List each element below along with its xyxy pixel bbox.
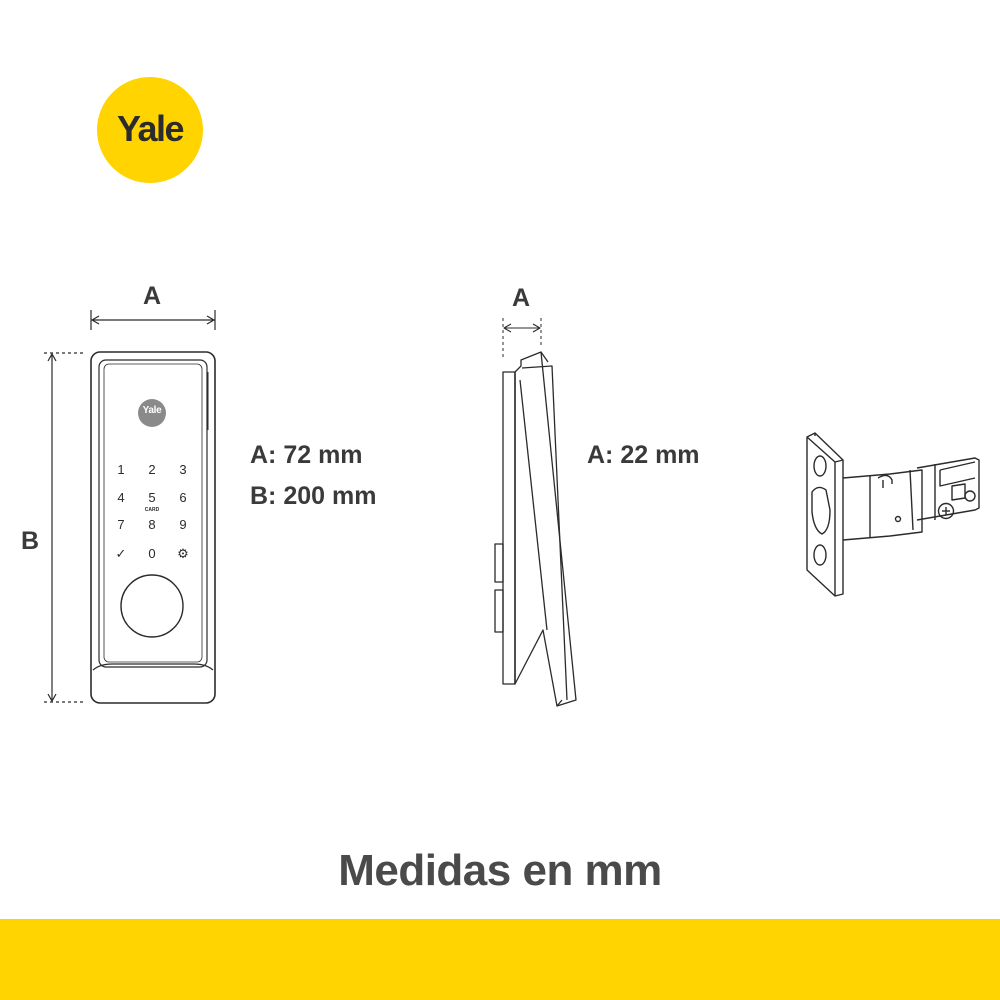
keypad-key-4: 4 [117,490,125,505]
front-view-drawing [44,310,216,704]
keypad-key-2: 2 [148,462,156,477]
side-view-drawing [494,318,577,707]
keypad-key-0: 0 [148,546,156,561]
front-height-letter: B [21,527,40,555]
footer-yellow-bar [0,919,1000,1000]
keypad-check-icon: ✓ [115,546,127,561]
keypad-key-5: 5 [148,490,156,505]
front-width-letter: A [143,282,162,310]
deadbolt-latch-icon [806,432,980,597]
yale-logo-text: Yale [116,108,185,149]
yale-badge-icon [138,399,166,427]
side-depth-letter: A [512,284,531,312]
keypad-key-8: 8 [148,517,156,532]
front-spec-height: B: 200 mm [250,482,377,510]
keypad-card-label: CARD [144,507,160,513]
keypad-key-9: 9 [179,517,187,532]
keypad-key-3: 3 [179,462,187,477]
yale-badge-text: Yale [142,405,162,416]
keypad-key-1: 1 [117,462,125,477]
keypad-gear-icon: ⚙ [177,546,189,561]
footer-title: Medidas en mm [338,846,662,895]
front-spec-width: A: 72 mm [250,441,363,469]
keypad-key-6: 6 [179,490,187,505]
keypad: 1 2 3 4 5 6 CARD 7 8 9 ✓ 0 ⚙ [106,462,198,572]
side-spec-depth: A: 22 mm [587,441,700,469]
keypad-key-7: 7 [117,517,125,532]
yale-logo: Yale [97,77,203,183]
